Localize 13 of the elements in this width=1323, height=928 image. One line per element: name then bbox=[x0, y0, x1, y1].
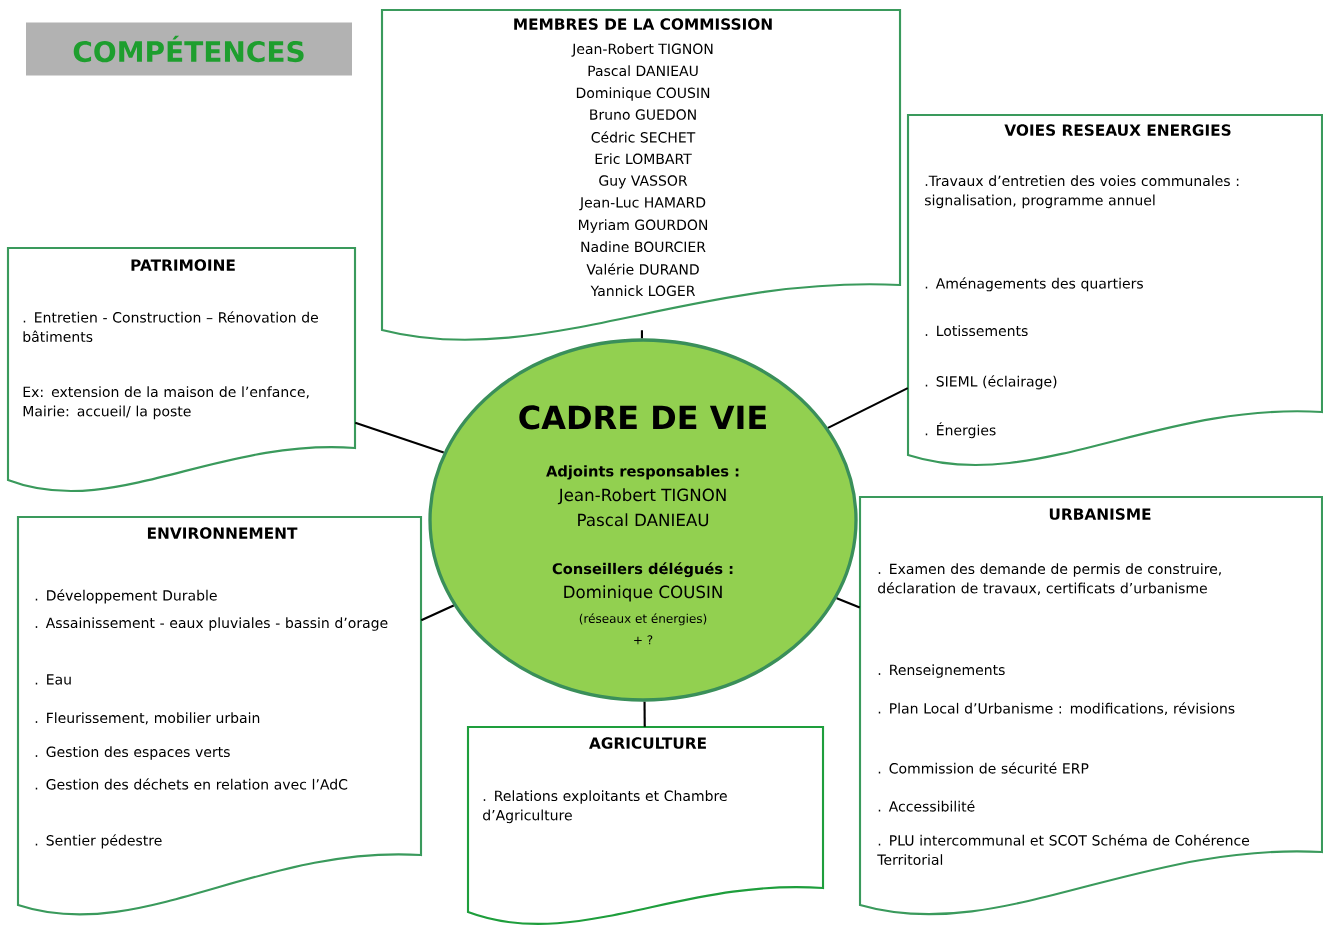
document-box: AGRICULTURE . Relations exploitants et Chambre d’Agriculture bbox=[466, 725, 825, 925]
document-box: MEMBRES DE LA COMMISSION Jean-Robert TIGNON Pascal DANIEAU Dominique COUSIN Bruno GUEDON Cédric SECHET Eric LOMBART Guy VASSOR Jean-Luc HAMARD Myriam GOURDON Nadine BOURCIER Valérie DURAND Yannick LOGER bbox=[380, 8, 902, 341]
connector-line bbox=[640, 330, 644, 339]
title-banner: COMPÉTENCES bbox=[26, 22, 352, 76]
connector-line bbox=[643, 701, 646, 727]
document-box: VOIES RESEAUX ENERGIES .Travaux d’entretien des voies communales : signalisation, programme annuel . Aménagements des quartiers . Lotissements . SIEML (éclairage) . Énergies bbox=[906, 113, 1323, 467]
document-box: URBANISME . Examen des demande de permis de construire, déclaration de travaux, certificats d’urbanisme . Renseignements . Plan Local d’Urbanisme : modifications, révisions . Commission de sécurité ERP . Accessibilité . PLU intercommunal et SCOT Schéma de Cohérence Territorial bbox=[858, 495, 1323, 916]
document-box: PATRIMOINE . Entretien - Construction – Rénovation de bâtiments Ex: extension de la maison de l’enfance, Mairie: accueil/ la poste bbox=[6, 246, 357, 492]
connector-line bbox=[827, 387, 909, 429]
document-box: ENVIRONNEMENT . Développement Durable . Assainissement - eaux pluviales - bassin d’orage . Eau . Fleurissement, mobilier urbain . Gestion des espaces verts . Gestion des déchets en relation avec l’AdC . Sentier pédestre bbox=[16, 515, 423, 916]
connector-line bbox=[836, 597, 861, 609]
connector-line bbox=[354, 421, 445, 454]
connector-line bbox=[420, 604, 455, 622]
